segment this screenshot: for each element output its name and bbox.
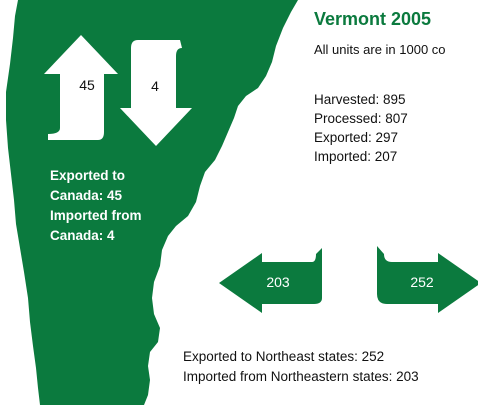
canada-line-4: Canada: 4: [50, 228, 115, 243]
canada-line-3: Imported from: [50, 208, 142, 223]
northeast-trade-text: Exported to Northeast states: 252 Import…: [183, 347, 419, 387]
import-canada-value: 4: [151, 78, 159, 94]
export-northeast-value: 252: [410, 274, 434, 290]
northeast-line-2: Imported from Northeastern states: 203: [183, 369, 419, 384]
export-canada-value: 45: [79, 77, 95, 93]
export-northeast-arrow: [377, 246, 478, 313]
northeast-line-1: Exported to Northeast states: 252: [183, 349, 385, 364]
stat-processed: Processed: 807: [314, 111, 408, 126]
stats-list: Harvested: 895 Processed: 807 Exported: …: [314, 90, 408, 166]
units-note: All units are in 1000 co: [314, 42, 446, 57]
import-northeast-value: 203: [266, 274, 290, 290]
export-canada-arrow: [44, 35, 118, 140]
import-northeast-arrow: [219, 248, 322, 313]
page-title: Vermont 2005: [314, 9, 432, 29]
import-canada-arrow: [120, 40, 192, 146]
canada-line-2: Canada: 45: [50, 188, 123, 203]
canada-trade-text: Exported to Canada: 45 Imported from Can…: [50, 166, 142, 246]
canada-line-1: Exported to: [50, 168, 126, 183]
stat-imported: Imported: 207: [314, 149, 398, 164]
stat-exported: Exported: 297: [314, 130, 399, 145]
stat-harvested: Harvested: 895: [314, 92, 406, 107]
